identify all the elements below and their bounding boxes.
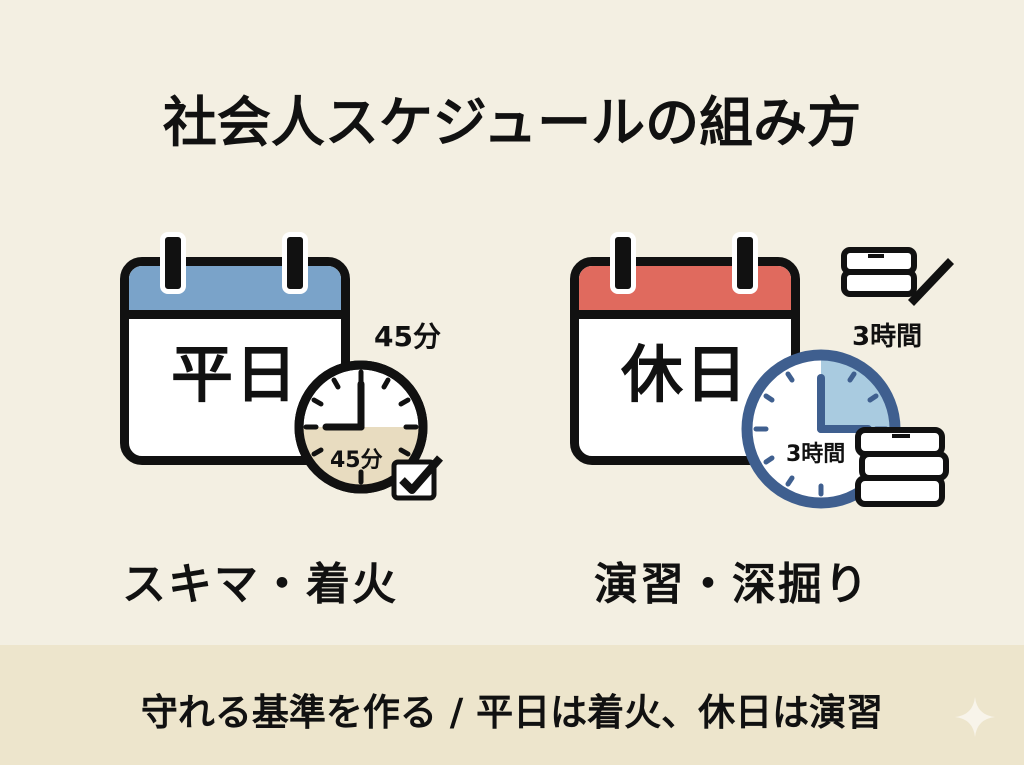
- weekday-clock-icon: [294, 360, 428, 494]
- holiday-calendar-label: 休日: [620, 338, 749, 411]
- weekday-side-duration: 45分: [374, 320, 441, 353]
- holiday-side-duration: 3時間: [852, 322, 923, 352]
- sparkle-icon: [955, 697, 995, 737]
- weekday-caption: スキマ・着火: [122, 559, 398, 610]
- holiday-caption: 演習・深掘り: [594, 559, 870, 610]
- calendar-ring: [282, 232, 308, 294]
- holiday-clock-duration: 3時間: [786, 442, 846, 467]
- calendar-ring: [610, 232, 636, 294]
- checkbox-checked-icon: [391, 455, 444, 501]
- page-title: 社会人スケジュールの組み方: [162, 91, 862, 154]
- footer-text: 守れる基準を作る / 平日は着火、休日は演習: [140, 691, 884, 734]
- calendar-ring: [732, 232, 758, 294]
- weekday-calendar-label: 平日: [170, 338, 299, 411]
- books-stack-icon: [855, 427, 949, 507]
- weekday-clock-duration: 45分: [330, 448, 383, 473]
- calendar-ring: [160, 232, 186, 294]
- books-and-pen-icon: [841, 247, 954, 306]
- weekday-calendar-icon: 平日: [120, 232, 350, 465]
- footer-band: [0, 645, 1024, 765]
